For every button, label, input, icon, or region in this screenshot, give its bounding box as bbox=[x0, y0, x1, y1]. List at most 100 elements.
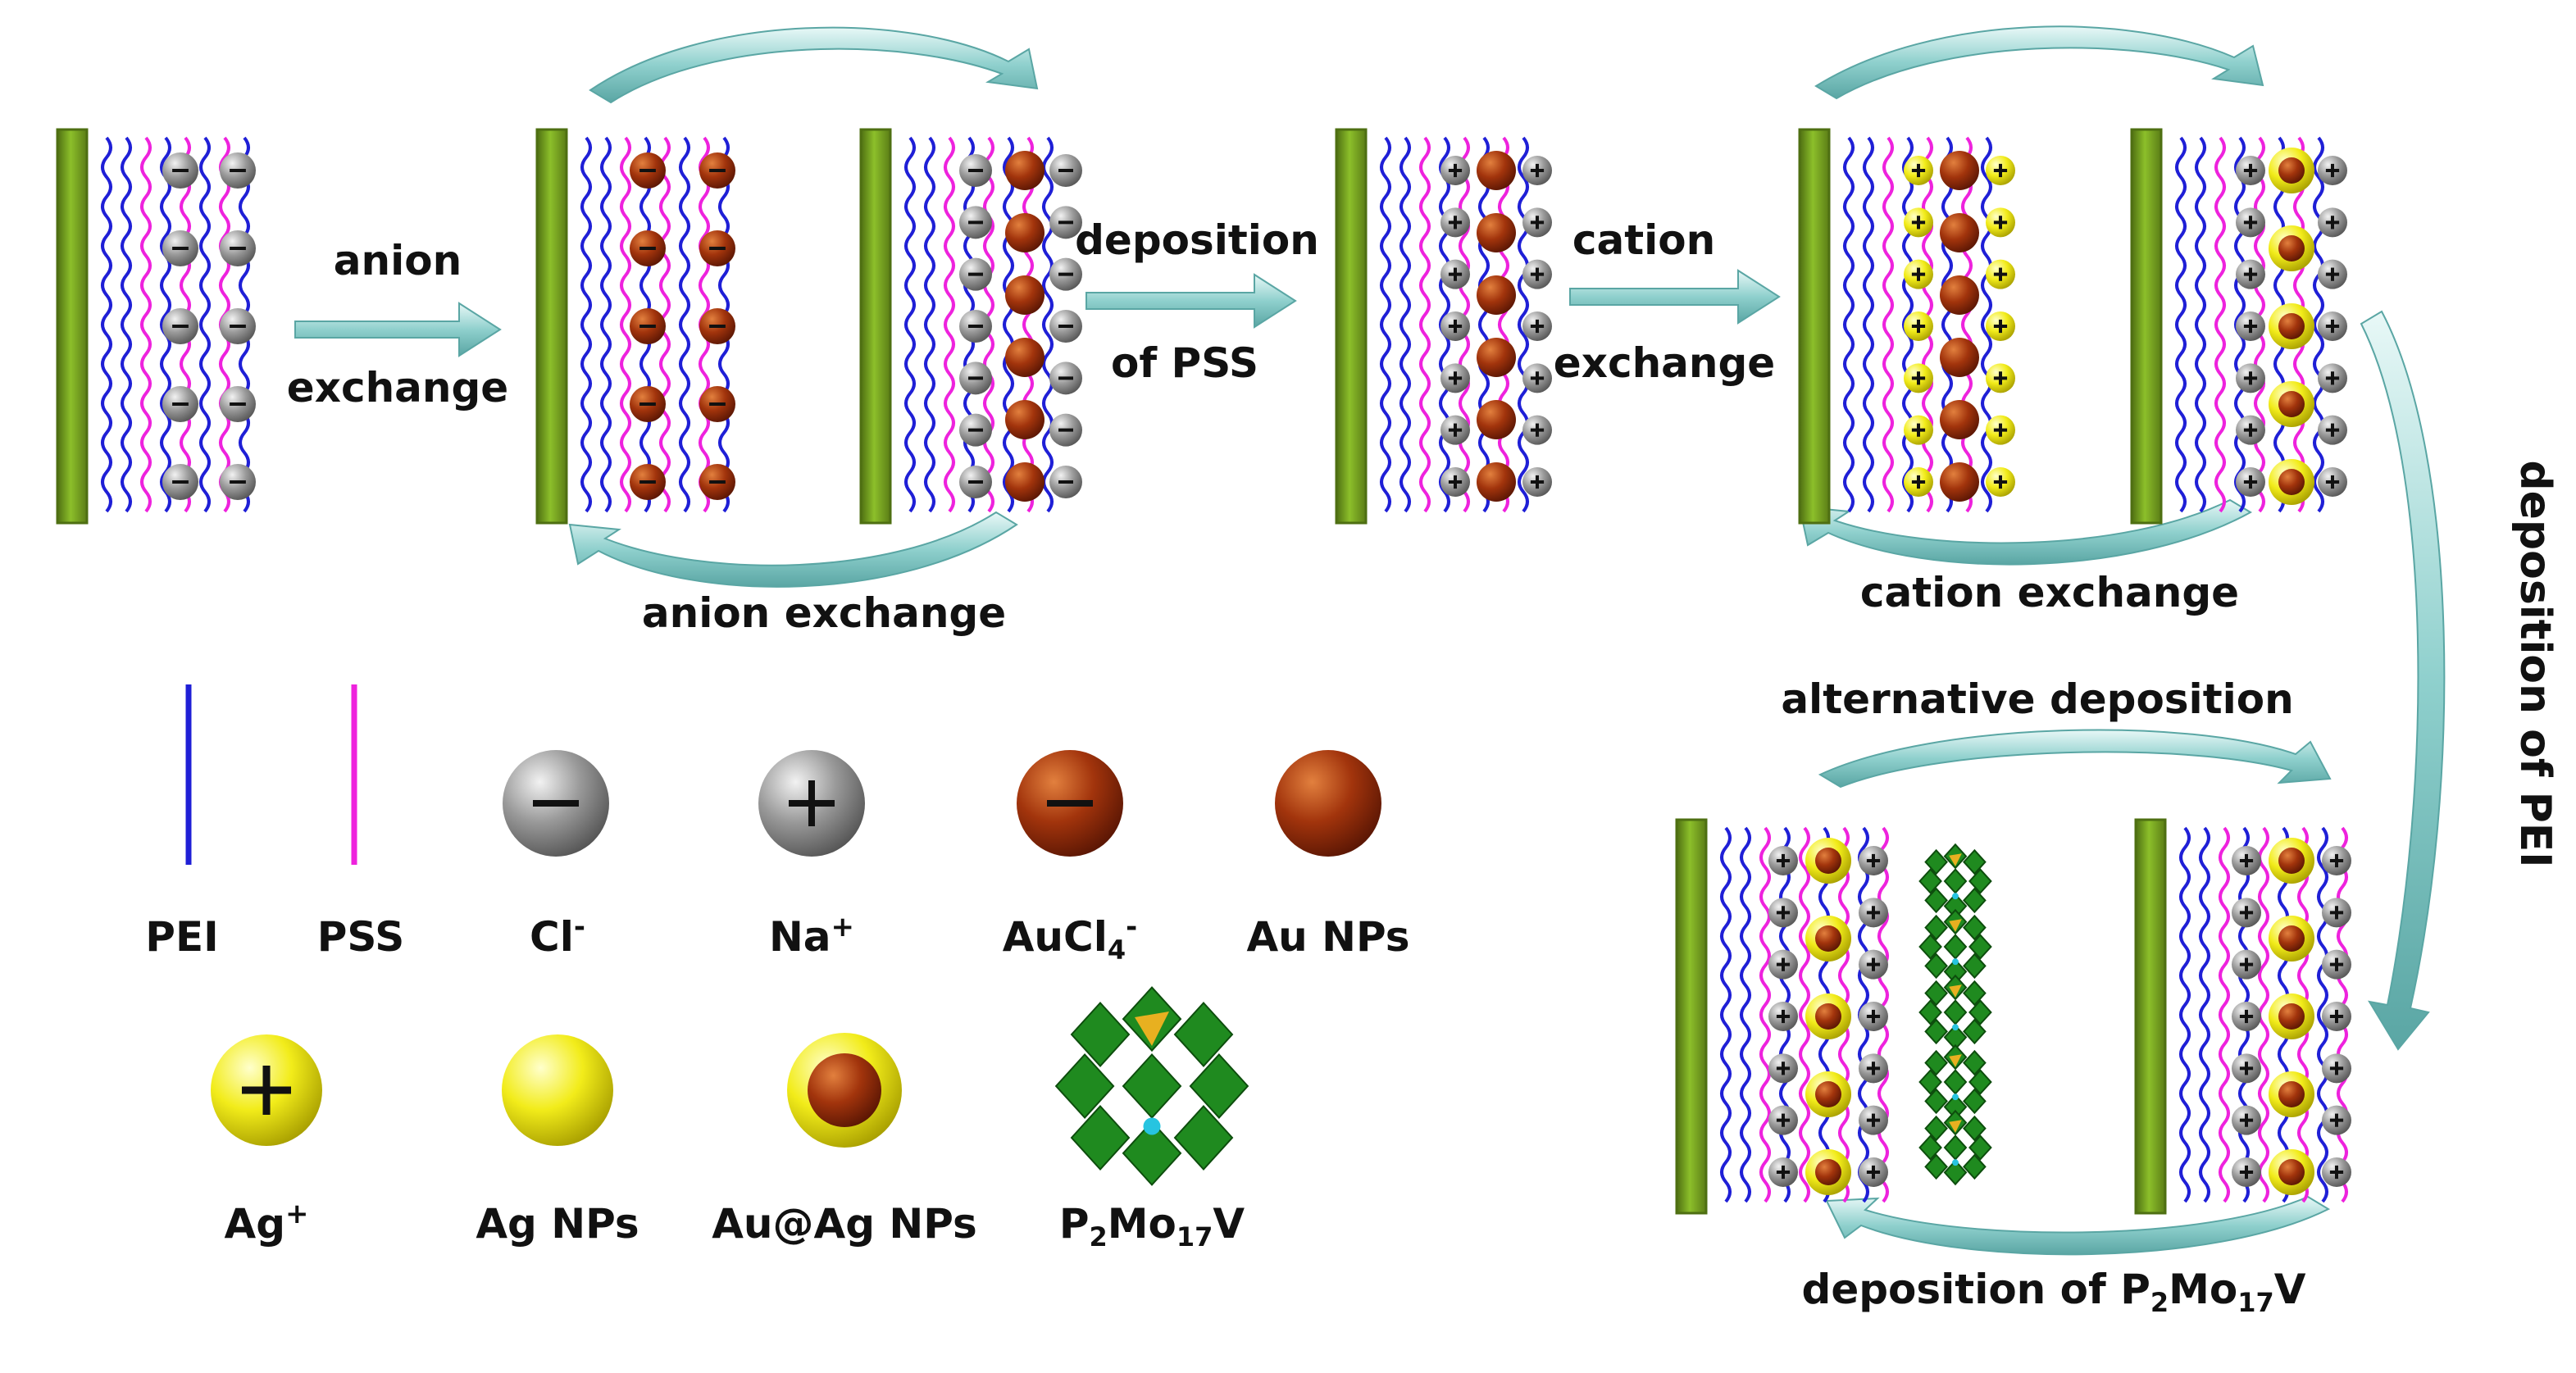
grey-particle bbox=[1522, 363, 1552, 393]
grey-particle bbox=[220, 308, 256, 344]
grey-particle bbox=[2232, 1105, 2261, 1135]
ag-particle bbox=[1904, 311, 1933, 341]
grey-particle bbox=[1049, 413, 1082, 447]
au-particle bbox=[1940, 213, 1979, 252]
label-deposition-pei: deposition of PEI bbox=[2510, 460, 2560, 867]
ag-particle bbox=[1986, 363, 2015, 393]
auag-particle bbox=[2269, 916, 2314, 962]
grey-particle bbox=[2232, 846, 2261, 875]
grey-particle bbox=[162, 230, 198, 266]
au-particle bbox=[1940, 462, 1979, 502]
legend-cl-label: Cl- bbox=[530, 911, 585, 961]
grey-particle bbox=[1859, 1157, 1888, 1187]
grey-particle bbox=[959, 413, 992, 447]
grey-particle bbox=[162, 308, 198, 344]
label-deposition-pss-line2: of PSS bbox=[1111, 339, 1258, 387]
au-particle bbox=[1005, 275, 1045, 315]
ag-particle bbox=[1904, 415, 1933, 445]
grey-particle bbox=[1522, 415, 1552, 445]
au-particle bbox=[699, 464, 735, 500]
grey-particle bbox=[2232, 949, 2261, 980]
substrate bbox=[859, 128, 892, 525]
grey-particle bbox=[1859, 1053, 1888, 1084]
grey-particle bbox=[1049, 310, 1082, 343]
legend: PEI PSS Cl- Na+ AuCl4- Au NPs Ag+ bbox=[145, 684, 1410, 1253]
grey-particle bbox=[2318, 467, 2347, 497]
ag-particle bbox=[1904, 467, 1933, 497]
grey-particle bbox=[1859, 1002, 1888, 1031]
substrate bbox=[56, 128, 89, 525]
grey-particle bbox=[1049, 154, 1082, 187]
label-alternative-deposition: alternative deposition bbox=[1781, 675, 2293, 723]
grey-particle bbox=[1440, 311, 1470, 341]
grey-particle bbox=[2236, 467, 2265, 497]
grey-particle bbox=[1859, 898, 1888, 928]
grey-particle bbox=[2322, 1105, 2351, 1135]
grey-particle bbox=[1440, 467, 1470, 497]
film-aucl4-loaded bbox=[535, 128, 735, 525]
auag-particle bbox=[1805, 838, 1851, 884]
ag-particle bbox=[1986, 311, 2015, 341]
au-particle bbox=[1940, 400, 1979, 439]
grey-particle bbox=[2236, 363, 2265, 393]
grey-particle bbox=[2322, 846, 2351, 875]
label-deposition-pom: deposition of P2Mo17V bbox=[1802, 1266, 2306, 1318]
grey-particle bbox=[2322, 1053, 2351, 1084]
label-cation-exchange-line2: exchange bbox=[1554, 339, 1775, 387]
pom-cluster-icon bbox=[1918, 1043, 1992, 1121]
grey-particle bbox=[2322, 898, 2351, 928]
grey-particle bbox=[2232, 1157, 2261, 1187]
grey-particle bbox=[220, 464, 256, 500]
pom-cluster-icon bbox=[1918, 974, 1992, 1051]
auag-particle bbox=[2269, 993, 2314, 1039]
grey-particle bbox=[959, 361, 992, 395]
deposition-pss-arrow bbox=[1085, 273, 1297, 329]
substrate bbox=[535, 128, 568, 525]
legend-pom-label: P2Mo17V bbox=[1059, 1200, 1245, 1253]
legend-au-np-label: Au NPs bbox=[1246, 913, 1409, 961]
auag-particle bbox=[1805, 1149, 1851, 1195]
auag-particle bbox=[2269, 148, 2314, 193]
au-particle bbox=[630, 230, 666, 266]
grey-particle bbox=[1522, 259, 1552, 289]
label-deposition-pss-line1: deposition bbox=[1075, 216, 1319, 264]
grey-particle bbox=[1049, 466, 1082, 498]
film-pei-coated bbox=[2134, 818, 2351, 1215]
ag-particle bbox=[1986, 156, 2015, 185]
grey-particle bbox=[220, 152, 256, 189]
auag-particle bbox=[1805, 993, 1851, 1039]
anion-cycle-top-arrow bbox=[589, 26, 1039, 104]
grey-particle bbox=[1768, 1002, 1798, 1031]
deposition-pei-arrow bbox=[2360, 310, 2446, 1051]
auag-particle bbox=[2269, 303, 2314, 349]
film-pss-coated bbox=[1335, 128, 1552, 525]
legend-ag-np-label: Ag NPs bbox=[476, 1200, 639, 1248]
film-ag-loaded bbox=[1798, 128, 2015, 525]
legend-pei-label: PEI bbox=[145, 913, 218, 961]
grey-particle bbox=[1768, 1157, 1798, 1187]
film-au-cl-mixed bbox=[859, 128, 1082, 525]
label-cation-exchange-line1: cation bbox=[1572, 216, 1715, 264]
legend-ag-ion-icon bbox=[211, 1034, 322, 1146]
grey-particle bbox=[162, 152, 198, 189]
grey-particle bbox=[1522, 311, 1552, 341]
label-cation-exchange-cycle: cation exchange bbox=[1860, 569, 2239, 616]
ag-particle bbox=[1986, 467, 2015, 497]
au-particle bbox=[699, 230, 735, 266]
grey-particle bbox=[1440, 207, 1470, 238]
legend-na-icon bbox=[758, 750, 865, 857]
ag-particle bbox=[1904, 363, 1933, 393]
cation-exchange-arrow bbox=[1569, 269, 1781, 325]
grey-particle bbox=[2322, 1002, 2351, 1031]
au-particle bbox=[630, 464, 666, 500]
grey-particle bbox=[1440, 363, 1470, 393]
grey-particle bbox=[1768, 846, 1798, 875]
grey-particle bbox=[220, 386, 256, 422]
ag-particle bbox=[1986, 207, 2015, 238]
label-anion-exchange-cycle: anion exchange bbox=[642, 589, 1006, 637]
auag-particle bbox=[1805, 1071, 1851, 1117]
grey-particle bbox=[220, 230, 256, 266]
auag-particle bbox=[2269, 381, 2314, 427]
legend-aucl4-label: AuCl4- bbox=[1003, 911, 1138, 966]
grey-particle bbox=[1522, 207, 1552, 238]
